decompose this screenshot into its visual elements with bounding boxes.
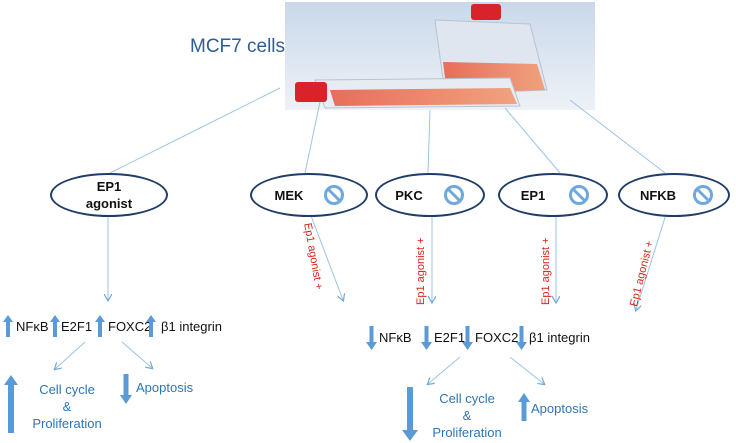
up-arrow-icon bbox=[3, 315, 13, 337]
node-nfkb-label: NFKB bbox=[639, 188, 677, 203]
right-outcome-cell-cycle: Cell cycle & Proliferation bbox=[432, 391, 502, 440]
down-arrow-icon bbox=[516, 326, 527, 350]
node-ep1-agonist-label: EP1 agonist bbox=[85, 179, 133, 211]
arrow-left-to-cell-cycle bbox=[55, 341, 86, 369]
left-marker-foxc2: FOXC2 bbox=[108, 319, 152, 334]
no-entry-icon bbox=[324, 185, 344, 205]
right-marker-nfkb: NFκB bbox=[379, 330, 412, 345]
node-ep1-label: EP1 bbox=[520, 188, 546, 203]
no-entry-icon bbox=[693, 185, 713, 205]
arrow-right-to-apoptosis bbox=[509, 356, 544, 384]
up-arrow-icon bbox=[518, 393, 530, 421]
agonist-label-ep1: Ep1 agonist + bbox=[540, 237, 552, 305]
up-arrow-icon bbox=[50, 315, 60, 337]
node-pkc bbox=[375, 173, 485, 217]
node-pkc-label: PKC bbox=[395, 188, 423, 203]
arrow-left-to-apoptosis bbox=[121, 341, 152, 368]
agonist-label-pkc: Ep1 agonist + bbox=[415, 237, 427, 305]
down-arrow-icon bbox=[120, 374, 132, 404]
connector-photo-mek bbox=[304, 101, 321, 174]
node-nfkb bbox=[618, 173, 730, 217]
right-outcome-apoptosis: Apoptosis bbox=[531, 401, 589, 416]
down-arrow-icon bbox=[402, 387, 418, 441]
left-marker-e2f1: E2F1 bbox=[61, 319, 93, 334]
left-marker-nfkb: NFκB bbox=[16, 319, 49, 334]
cell-culture-photo bbox=[285, 2, 595, 110]
right-marker-foxc2: FOXC2 bbox=[475, 330, 519, 345]
connector-photo-nfkb bbox=[569, 99, 666, 174]
arrow-right-to-cell-cycle bbox=[428, 356, 461, 384]
down-arrow-icon bbox=[366, 326, 377, 350]
no-entry-icon bbox=[444, 185, 464, 205]
node-ep1-agonist bbox=[50, 173, 168, 217]
connector-photo-ep1 bbox=[504, 107, 561, 174]
down-arrow-icon bbox=[462, 326, 473, 350]
arrow-nfkb-down bbox=[636, 207, 669, 310]
title-mcf7-cells: MCF7 cells bbox=[190, 36, 286, 57]
up-arrow-icon bbox=[95, 315, 105, 337]
left-outcome-apoptosis: Apoptosis bbox=[136, 380, 194, 395]
up-arrow-icon bbox=[146, 315, 156, 337]
node-ep1 bbox=[498, 173, 608, 217]
down-arrow-icon bbox=[421, 326, 432, 350]
connector-photo-ep1-agonist bbox=[109, 87, 281, 174]
node-mek bbox=[250, 173, 368, 217]
node-mek-label: MEK bbox=[274, 188, 304, 203]
up-arrow-icon bbox=[4, 375, 18, 433]
connector-photo-pkc bbox=[427, 109, 431, 174]
right-marker-e2f1: E2F1 bbox=[434, 330, 466, 345]
left-outcome-cell-cycle: Cell cycle & Proliferation bbox=[32, 382, 102, 431]
right-marker-b1-integrin: β1 integrin bbox=[529, 330, 590, 345]
no-entry-icon bbox=[569, 185, 589, 205]
left-marker-b1-integrin: β1 integrin bbox=[161, 319, 222, 334]
